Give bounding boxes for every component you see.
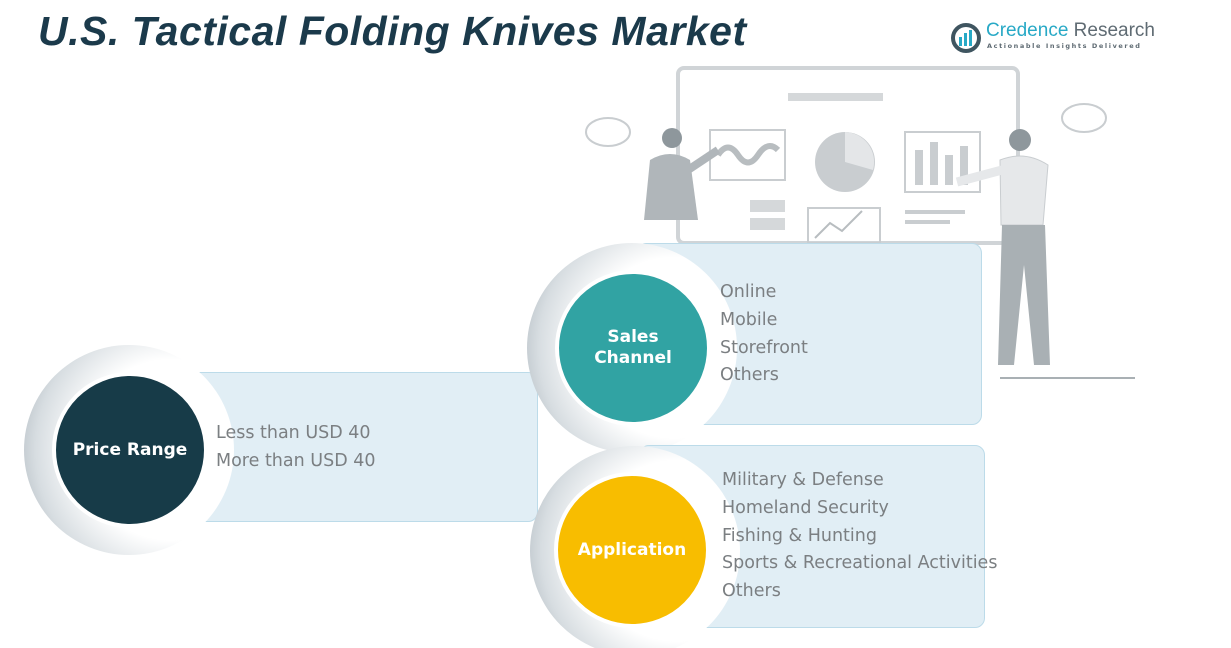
list-item: Mobile — [720, 309, 778, 330]
price-range-label: Price Range — [72, 439, 188, 460]
list-item: Storefront — [720, 337, 808, 358]
list-item: Less than USD 40 — [216, 423, 371, 443]
list-item: Others — [722, 581, 781, 602]
list-item: Others — [720, 365, 779, 386]
list-item: Sports & Recreational Activities — [722, 553, 998, 574]
application-circle: Application — [554, 472, 710, 628]
sales-channel-items: Online Mobile Storefront Others — [720, 279, 808, 390]
list-item: Fishing & Hunting — [722, 525, 877, 546]
list-item: Online — [720, 282, 777, 302]
logo-tagline: Actionable Insights Delivered — [987, 42, 1142, 50]
presentation-illustration — [585, 66, 1135, 379]
page-title: U.S. Tactical Folding Knives Market — [38, 8, 747, 54]
sales-channel-label-line1: Sales — [607, 327, 659, 347]
logo-name-2: Research — [1073, 20, 1155, 41]
price-range-items: Less than USD 40 More than USD 40 — [216, 420, 376, 476]
list-item: Homeland Security — [722, 497, 889, 518]
application-label: Application — [577, 539, 687, 560]
logo-icon — [951, 23, 981, 53]
price-range-circle: Price Range — [52, 372, 208, 528]
logo: Credence Research Actionable Insights De… — [950, 20, 1155, 54]
application-items: Military & Defense Homeland Security Fis… — [722, 467, 997, 606]
list-item: Military & Defense — [722, 470, 884, 490]
sales-channel-label-line2: Channel — [594, 348, 672, 368]
logo-name-1: Credence — [986, 20, 1069, 41]
list-item: More than USD 40 — [216, 450, 376, 471]
